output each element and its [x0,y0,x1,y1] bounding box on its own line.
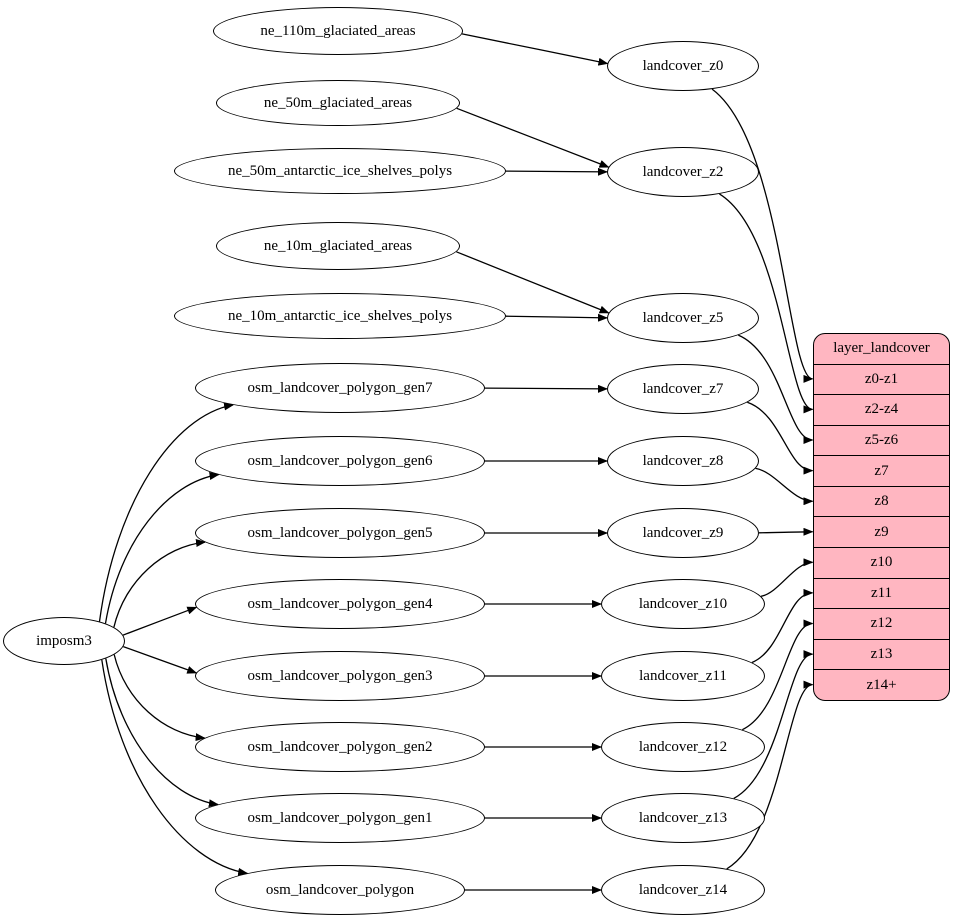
edge-landcover_z12-to-z12 [742,619,814,731]
edge-ne_50m_glaciated_areas-to-landcover_z2 [456,107,610,168]
node-ne-10m-glaciated-areas: ne_10m_glaciated_areas [216,222,460,270]
edge-landcover_z8-to-z8 [755,467,814,506]
edge-ne_110m_glaciated_areas-to-landcover_z0 [461,33,609,66]
node-landcover-z5: landcover_z5 [607,293,759,343]
node-landcover-z7: landcover_z7 [607,364,759,414]
node-landcover-z10: landcover_z10 [601,579,765,629]
node-osm-landcover-polygon-gen6: osm_landcover_polygon_gen6 [195,436,485,486]
edge-imposm3-to-osm_landcover_polygon_gen3 [123,645,198,674]
edge-landcover_z9-to-z9 [758,527,814,536]
node-ne-50m-antarctic-ice-shelves-polys: ne_50m_antarctic_ice_shelves_polys [174,148,506,194]
edge-imposm3-to-osm_landcover_polygon_gen4 [122,606,198,636]
table-row-z13: z13 [814,638,949,670]
table-row-z7: z7 [814,455,949,486]
edge-ne_50m_antarctic_ice_shelves_polys-to-landcover_z2 [505,167,608,176]
node-landcover-z12: landcover_z12 [601,722,765,772]
edge-landcover_z5-to-z5-z6 [738,334,814,444]
table-row-z0-z1: z0-z1 [814,363,949,395]
edge-imposm3-to-osm_landcover_polygon [101,659,249,876]
edge-landcover_z11-to-z11 [751,588,814,664]
edge-ne_10m_antarctic_ice_shelves_polys-to-landcover_z5 [505,313,608,322]
layer-landcover-title: layer_landcover [833,340,930,357]
node-landcover-z0: landcover_z0 [607,41,759,91]
table-row-z5-z6: z5-z6 [814,424,949,456]
edge-imposm3-to-osm_landcover_polygon_gen6 [104,472,220,624]
table-row-z9: z9 [814,516,949,547]
node-osm-landcover-polygon-gen3: osm_landcover_polygon_gen3 [195,651,485,701]
edge-landcover_z0-to-z0-z1 [711,88,814,383]
edge-imposm3-to-osm_landcover_polygon_gen7 [98,402,235,622]
table-row-z10: z10 [814,547,949,578]
node-landcover-z13: landcover_z13 [601,793,765,843]
edge-osm_landcover_polygon_gen7-to-landcover_z7 [484,384,608,393]
node-osm-landcover-polygon: osm_landcover_polygon [215,865,465,915]
node-imposm3: imposm3 [3,617,125,665]
table-row-z11: z11 [814,577,949,609]
edge-imposm3-to-osm_landcover_polygon_gen1 [105,658,219,808]
node-landcover-z11: landcover_z11 [601,651,765,701]
edge-landcover_z2-to-z2-z4 [719,193,814,414]
edge-landcover_z7-to-z7 [747,401,814,475]
node-landcover-z14: landcover_z14 [601,865,765,915]
node-landcover-z8: landcover_z8 [607,436,759,486]
node-ne-110m-glaciated-areas: ne_110m_glaciated_areas [213,7,463,55]
node-osm-landcover-polygon-gen5: osm_landcover_polygon_gen5 [195,508,485,558]
node-landcover-z2: landcover_z2 [607,147,759,197]
table-row-z2-z4: z2-z4 [814,394,949,425]
table-row-z8: z8 [814,485,949,517]
edge-ne_10m_glaciated_areas-to-landcover_z5 [456,251,610,314]
node-ne-50m-glaciated-areas: ne_50m_glaciated_areas [216,80,460,126]
edge-imposm3-to-osm_landcover_polygon_gen5 [113,539,206,628]
node-osm-landcover-polygon-gen1: osm_landcover_polygon_gen1 [195,793,485,843]
table-row-z14plus: z14+ [814,669,949,700]
node-osm-landcover-polygon-gen4: osm_landcover_polygon_gen4 [195,579,485,629]
edge-landcover_z13-to-z13 [733,650,814,799]
node-landcover-z9: landcover_z9 [607,508,759,558]
layer-landcover-table: layer_landcover z0-z1 z2-z4 z5-z6 z7 z8 … [813,333,950,701]
edge-imposm3-to-osm_landcover_polygon_gen2 [113,654,206,742]
node-ne-10m-antarctic-ice-shelves-polys: ne_10m_antarctic_ice_shelves_polys [174,293,506,339]
node-osm-landcover-polygon-gen2: osm_landcover_polygon_gen2 [195,722,485,772]
node-osm-landcover-polygon-gen7: osm_landcover_polygon_gen7 [195,363,485,413]
edge-landcover_z14-to-z14+ [726,680,814,870]
table-row-z12: z12 [814,608,949,639]
edge-landcover_z10-to-z10 [760,558,814,597]
